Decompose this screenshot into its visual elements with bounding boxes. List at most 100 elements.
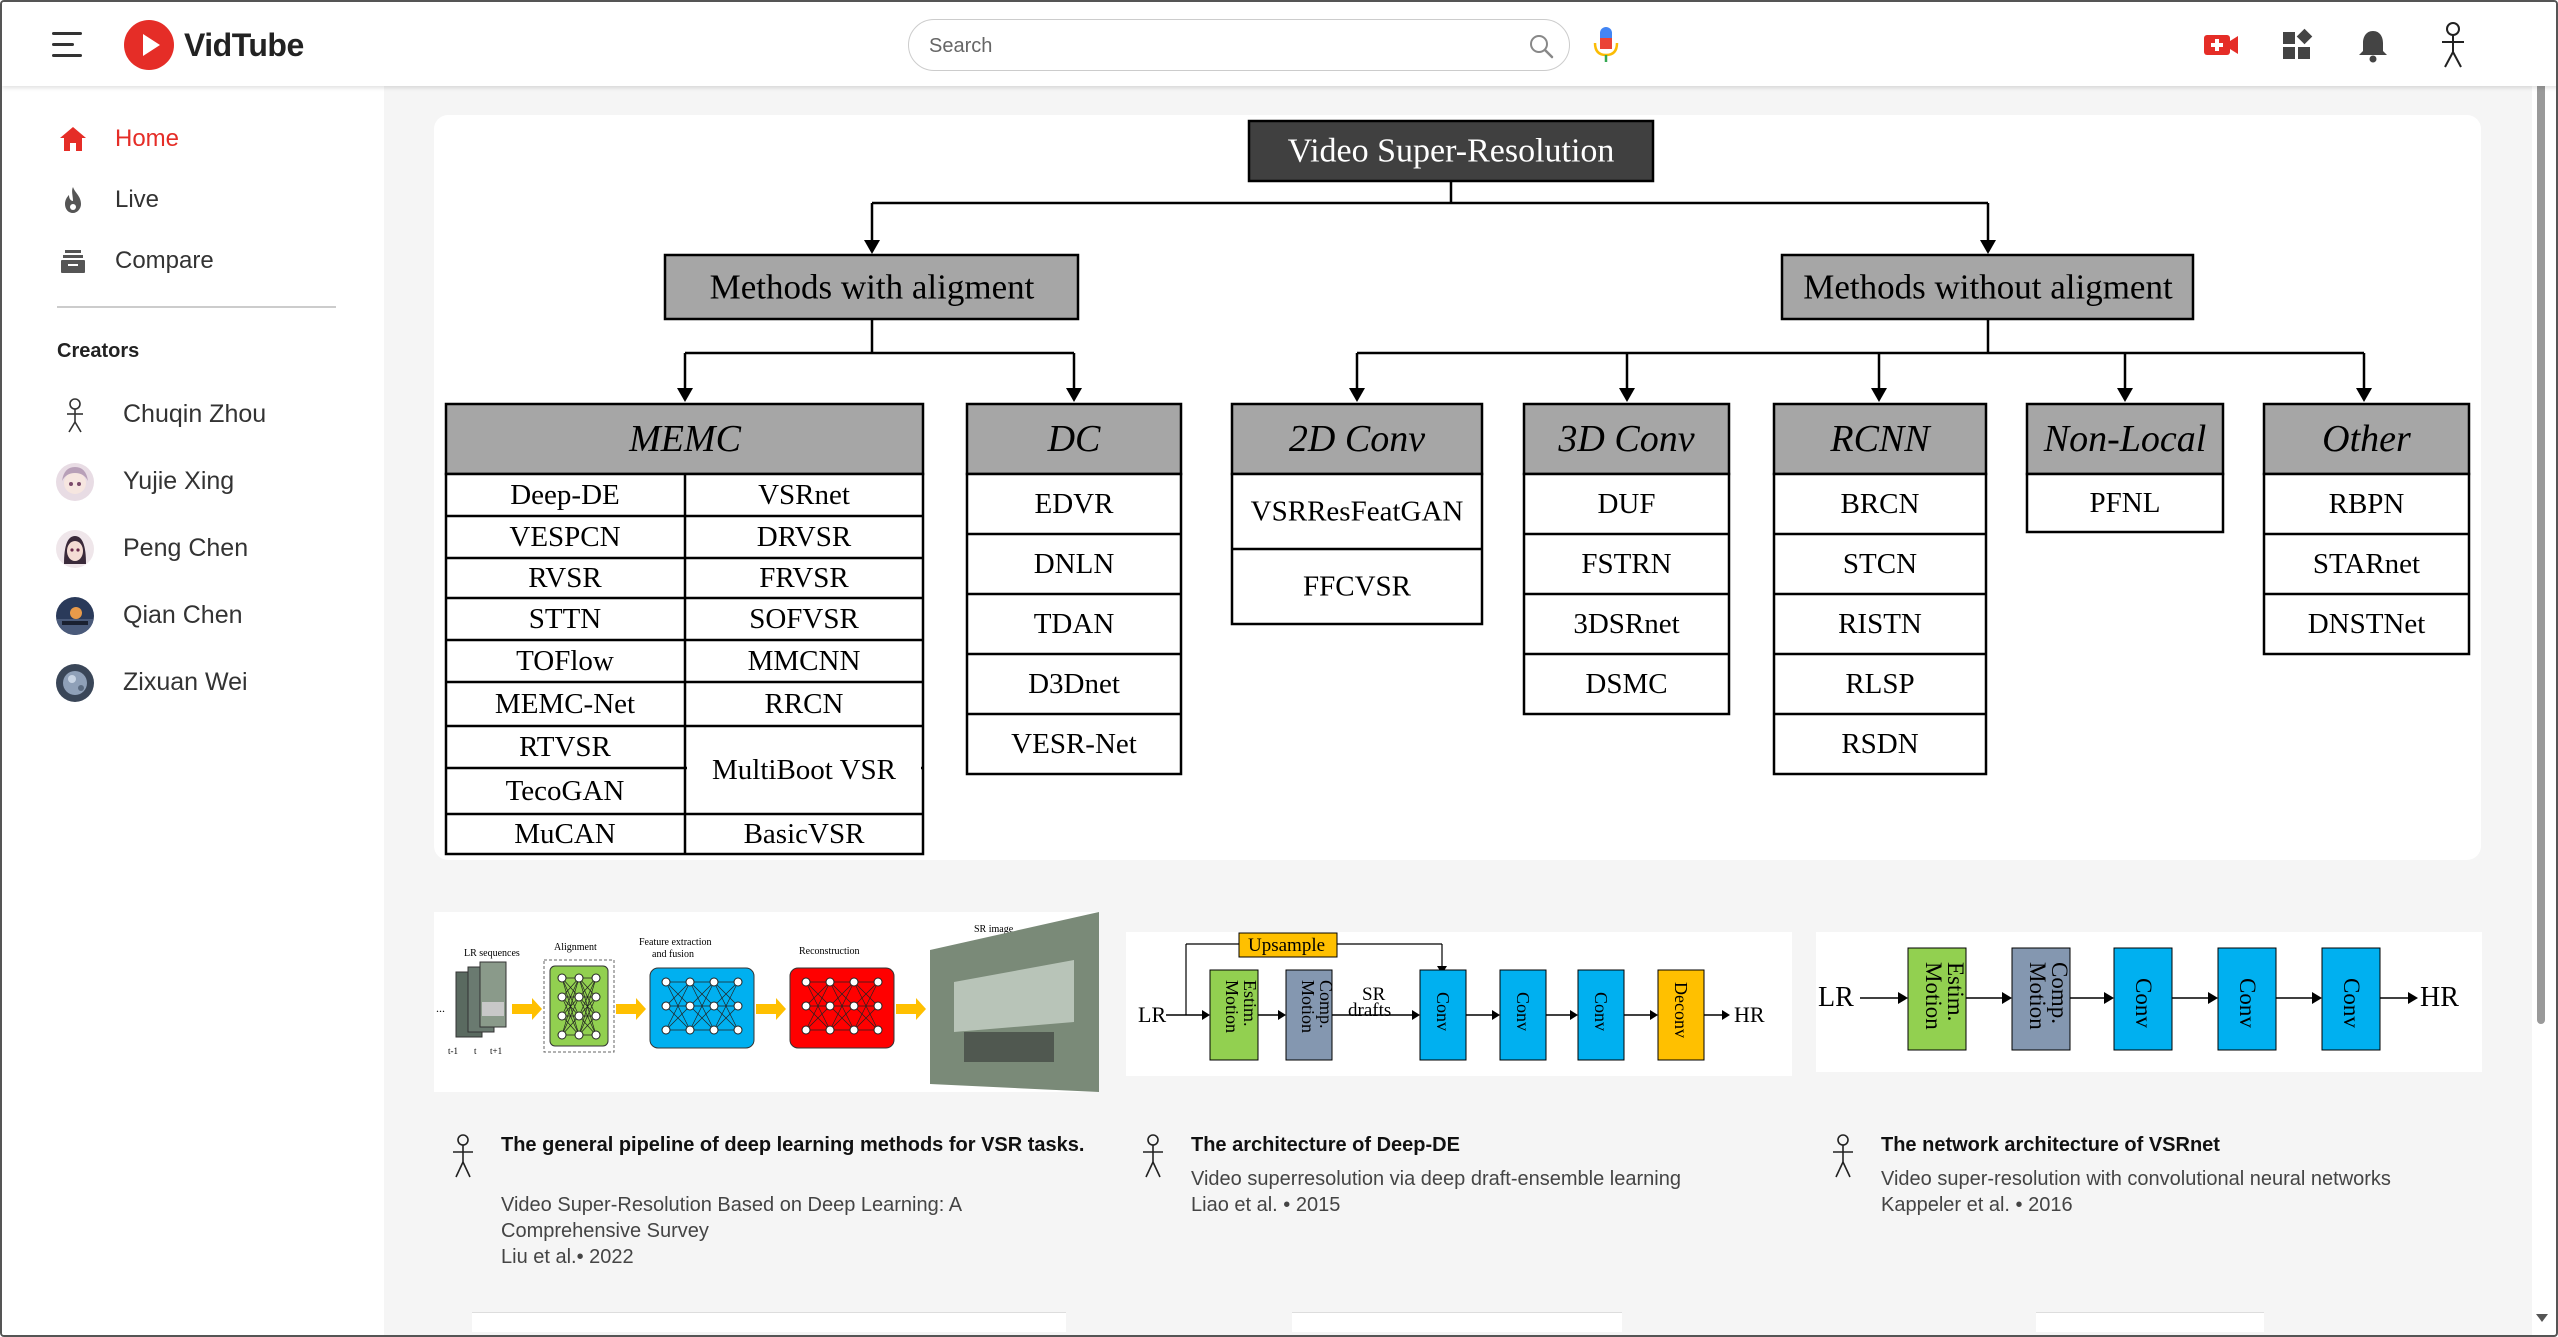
root-label: Video Super-Resolution: [1288, 133, 1615, 170]
create-video-icon[interactable]: [2202, 26, 2240, 64]
nn-node: [591, 973, 601, 983]
nn-edge: [578, 977, 597, 1017]
method-name: Deep-DE: [510, 479, 620, 511]
video-source: Video super-resolution with convolutiona…: [1881, 1168, 2391, 1190]
arrowhead: [2356, 388, 2372, 402]
creator-item[interactable]: Qian Chen: [2, 585, 382, 645]
sidebar-item-live[interactable]: Live: [2, 172, 382, 228]
scrollbar-thumb[interactable]: [2537, 34, 2545, 1024]
creator-item[interactable]: Chuqin Zhou: [2, 384, 382, 444]
play-logo-icon: [124, 20, 174, 70]
search-input[interactable]: [929, 32, 1499, 60]
video-thumbnail-vsrnet[interactable]: LR Motion Estim. Motion Comp. Conv Conv …: [1816, 932, 2482, 1072]
group-header: [1230, 402, 1484, 476]
nn-edge: [665, 981, 691, 1031]
group-table: [965, 472, 1183, 776]
video-thumbnail-deep-de[interactable]: LR Upsample Motion Estim. Motion Comp. S…: [1126, 932, 1792, 1076]
block-label: Comp.: [2047, 962, 2072, 1024]
mic-icon[interactable]: [1592, 26, 1620, 64]
group-title: DC: [1047, 418, 1101, 460]
video-title[interactable]: The architecture of Deep-DE: [1191, 1134, 1460, 1156]
video-caption[interactable]: The architecture of Deep-DE Video superr…: [1137, 1132, 1797, 1222]
ellipsis-label: ...: [436, 1001, 445, 1015]
arrowhead: [1980, 240, 1996, 254]
method-name: EDVR: [1035, 488, 1115, 520]
group-table: [2025, 472, 2225, 534]
top-bar: VidTube: [2, 2, 2556, 86]
method-name: MEMC-Net: [495, 688, 635, 720]
method-name: DNLN: [1034, 548, 1115, 580]
method-name: TDAN: [1034, 608, 1115, 640]
nn-node: [849, 1001, 859, 1011]
video-thumbnail[interactable]: [472, 1312, 1066, 1332]
scroll-down-arrow[interactable]: [2536, 1314, 2548, 1322]
nn-node: [873, 977, 883, 987]
nn-edge: [853, 981, 879, 1031]
video-caption[interactable]: The network architecture of VSRnet Video…: [1827, 1132, 2487, 1222]
search-icon[interactable]: [1527, 32, 1555, 60]
app-logo[interactable]: VidTube: [124, 20, 304, 70]
video-title[interactable]: The general pipeline of deep learning me…: [501, 1134, 1085, 1156]
group-header: [1522, 402, 1731, 476]
block-label: Estim.: [1240, 980, 1260, 1027]
group-title: 3D Conv: [1557, 418, 1694, 460]
avatar: [56, 463, 94, 501]
method-name: PFNL: [2090, 487, 2161, 519]
nn-edge: [713, 981, 739, 1031]
block-label: Conv: [1513, 992, 1533, 1031]
method-name: MultiBoot VSR: [712, 754, 897, 786]
sidebar-item-home[interactable]: Home: [2, 111, 382, 167]
nn-edge: [665, 981, 691, 1007]
creator-item[interactable]: Peng Chen: [2, 518, 382, 578]
method-name: RLSP: [1845, 668, 1914, 700]
nn-edge: [805, 1005, 831, 1031]
lr-sequences-label: LR sequences: [464, 948, 520, 959]
method-name: STCN: [1843, 548, 1917, 580]
arrowhead: [1619, 388, 1635, 402]
nn-node: [557, 973, 567, 983]
pipeline-diagram: LR sequences ... t-1 t t+1 Alignment Fea…: [436, 912, 1099, 1092]
nn-node: [557, 992, 567, 1002]
method-name: FFCVSR: [1303, 571, 1412, 603]
frame-label: t+1: [490, 1046, 502, 1056]
group-title: Non-Local: [2043, 418, 2207, 460]
nn-node: [733, 1001, 743, 1011]
video-thumbnail[interactable]: [1292, 1312, 1622, 1332]
nn-edge: [561, 977, 580, 1036]
sidebar-item-compare[interactable]: Compare: [2, 233, 382, 289]
account-icon[interactable]: [2434, 20, 2472, 70]
creator-name: Peng Chen: [123, 534, 249, 562]
nn-node: [801, 1025, 811, 1035]
branch-label: Methods with aligment: [710, 268, 1035, 307]
nn-node: [849, 1025, 859, 1035]
method-name: BRCN: [1841, 488, 1920, 520]
compare-icon: [61, 250, 85, 273]
video-title[interactable]: The network architecture of VSRnet: [1881, 1134, 2220, 1156]
video-source: Video Super-Resolution Based on Deep Lea…: [501, 1194, 961, 1242]
lr-label: LR: [1138, 1002, 1166, 1027]
block-label: Conv: [1591, 992, 1611, 1031]
creator-item[interactable]: Yujie Xing: [2, 451, 382, 511]
nn-edge: [829, 1005, 855, 1031]
nn-node: [825, 1001, 835, 1011]
nn-edge: [578, 996, 597, 1036]
creator-item[interactable]: Zixuan Wei: [2, 652, 382, 712]
creator-name: Yujie Xing: [123, 467, 235, 495]
group-title: Other: [2322, 418, 2411, 460]
method-name: FRVSR: [759, 562, 849, 594]
block-label: Conv: [2339, 978, 2364, 1028]
apps-icon[interactable]: [2278, 26, 2316, 64]
notifications-icon[interactable]: [2354, 26, 2392, 64]
flame-icon: [65, 187, 81, 213]
nn-node: [873, 1025, 883, 1035]
video-thumbnail[interactable]: [2036, 1312, 2264, 1332]
video-thumbnail-pipeline[interactable]: LR sequences ... t-1 t t+1 Alignment Fea…: [434, 912, 1099, 1092]
nn-node: [574, 973, 584, 983]
nn-node: [685, 1025, 695, 1035]
menu-icon[interactable]: [52, 32, 88, 58]
video-meta: Liao et al. • 2015: [1191, 1194, 1341, 1216]
channel-avatar-icon: [1143, 1134, 1163, 1178]
video-caption[interactable]: The general pipeline of deep learning me…: [447, 1132, 1107, 1272]
